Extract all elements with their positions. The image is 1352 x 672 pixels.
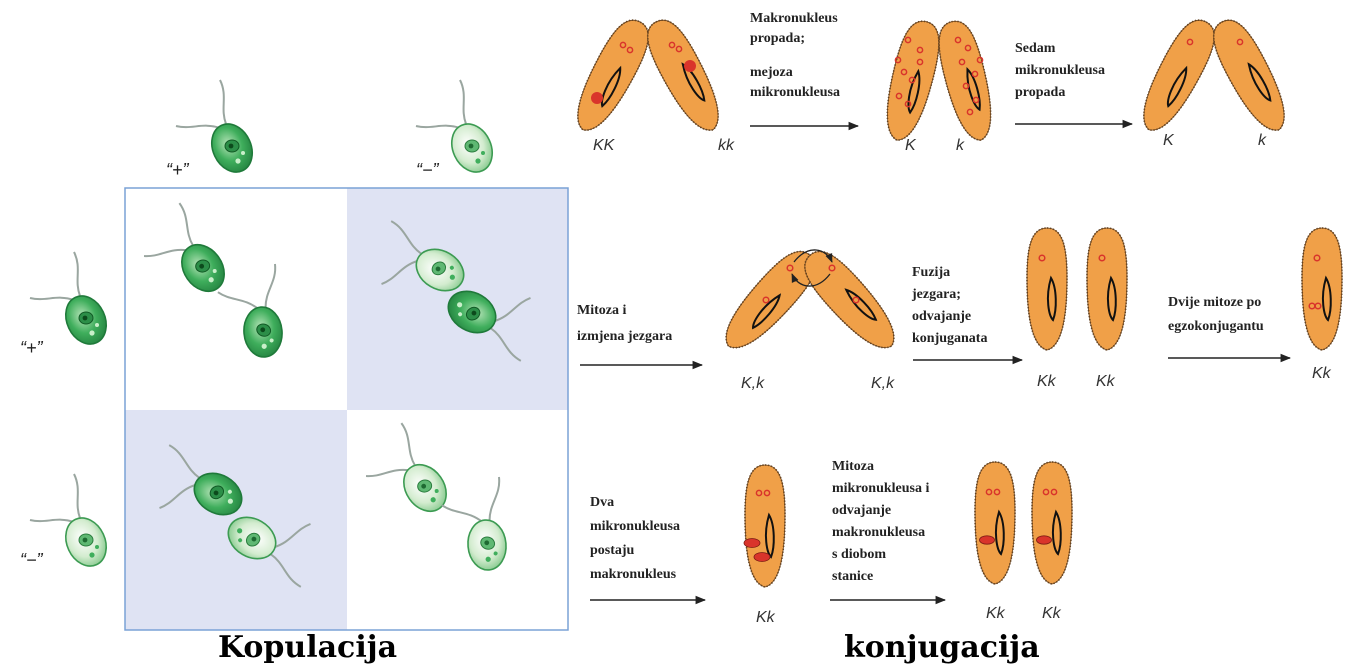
stage-1-label-left: KK	[593, 137, 616, 154]
stage-5-cells-icon	[1027, 228, 1127, 350]
column-plus-cell-icon	[176, 80, 260, 179]
stage-4-label-left: K,k	[741, 375, 765, 392]
row-plus-cell-icon	[30, 252, 114, 351]
row-label-plus: “+”	[20, 338, 44, 358]
column-label-minus: “−”	[416, 160, 440, 180]
stage-7-cell-icon	[744, 465, 785, 587]
stage-8-label-left: Kk	[986, 605, 1006, 622]
stage-5-label-left: Kk	[1037, 373, 1057, 390]
stage-8-label-right: Kk	[1042, 605, 1062, 622]
stage-3-label-left: K	[1163, 132, 1175, 149]
stage-3-pair-icon	[1131, 13, 1297, 139]
konjugacija-title: konjugacija	[844, 628, 1040, 668]
step-6-text: Dva mikronukleusa postaju makronukleus	[590, 495, 684, 582]
stage-5-label-right: Kk	[1096, 373, 1116, 390]
stage-1-label-right: kk	[718, 137, 735, 154]
stage-2-pair-icon	[878, 17, 1001, 145]
step-2-text: Sedam mikronukleusa propada	[1015, 41, 1109, 100]
step-4-text: Fuzija jezgara; odvajanje konjuganata	[911, 265, 987, 346]
column-label-plus: “+”	[166, 160, 190, 180]
kopulacija-title: Kopulacija	[218, 628, 397, 668]
stage-7-label: Kk	[756, 609, 776, 626]
stage-2-label-right: k	[956, 137, 965, 154]
konjugacija-panel: KK kk Makronukleus propada; mejoza mikro…	[565, 11, 1342, 626]
kopulacija-panel: “+” “−” “+” “−”	[20, 80, 568, 630]
stage-8-cells-icon	[975, 462, 1072, 584]
stage-1-pair-icon	[565, 13, 731, 139]
row-minus-cell-icon	[30, 474, 114, 573]
stage-6-cell-icon	[1302, 228, 1342, 350]
stage-4-label-right: K,k	[871, 375, 895, 392]
stage-3-label-right: k	[1258, 132, 1267, 149]
stage-6-label: Kk	[1312, 365, 1332, 382]
stage-2-label-left: K	[905, 137, 917, 154]
step-1-text: Makronukleus propada; mejoza mikronukleu…	[750, 11, 841, 100]
step-3-text: Mitoza i izmjena jezgara	[577, 303, 672, 344]
step-5-text: Dvije mitoze po egzokonjugantu	[1168, 295, 1265, 334]
step-7-text: Mitoza mikronukleusa i odvajanje makronu…	[832, 459, 933, 584]
stage-4-exchange-icon	[714, 242, 907, 359]
row-label-minus: “−”	[20, 550, 44, 570]
